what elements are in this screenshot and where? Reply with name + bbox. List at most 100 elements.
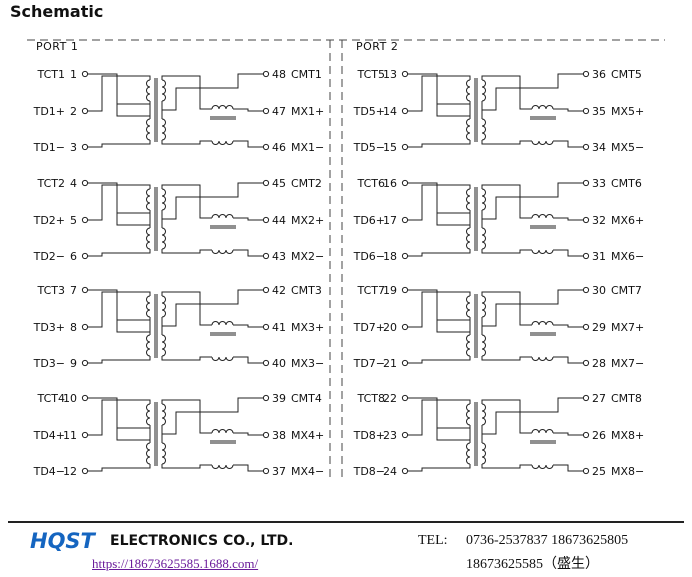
pin-terminal [81,143,89,151]
pin-number: 14 [383,105,397,118]
wire [161,356,212,361]
port-1-label: PORT 1 [36,40,79,53]
pin-terminal [582,323,590,331]
coil-winding [211,429,234,434]
pin-number: 24 [383,465,397,478]
pin-label-td-minus: TD4− [33,465,65,478]
pin-number: 40 [272,357,286,370]
pin-number: 43 [272,250,286,263]
pin-terminal [582,70,590,78]
pin-label-td-minus: TD6− [353,250,385,263]
pin-label-mx-plus: MX8+ [611,429,644,442]
pin-number: 36 [592,68,606,81]
wire [408,182,470,214]
wire [88,464,151,472]
wire [408,464,471,472]
pin-number: 23 [383,429,397,442]
coil-winding [161,403,166,426]
tel-label: TEL: [418,533,448,548]
pin-terminal [582,252,590,260]
wire [233,108,263,112]
wire [233,324,263,328]
pin-label-td-plus: TD4+ [33,429,65,442]
pin-label-cmt: CMT7 [611,284,642,297]
pin-terminal [401,107,409,115]
store-link[interactable]: https://18673625585.1688.com/ [92,556,259,571]
wire [88,184,151,221]
pin-number: 10 [63,392,77,405]
pin-terminal [401,216,409,224]
coil-winding [146,295,151,318]
coil-winding [531,464,554,469]
coil-winding [481,295,486,318]
pin-terminal [401,431,409,439]
pin-terminal [81,216,89,224]
pin-label-mx-minus: MX4− [291,465,324,478]
wire [553,217,583,221]
pin-terminal [401,467,409,475]
pin-number: 46 [272,141,286,154]
coil-winding [466,295,471,318]
pin-label-tct: TCT5 [357,68,385,81]
pin-label-td-plus: TD8+ [353,429,385,442]
pin-number: 45 [272,177,286,190]
wire [481,356,532,361]
pin-label-cmt: CMT3 [291,284,322,297]
pin-terminal [582,394,590,402]
wire [233,464,263,472]
coil-winding [481,227,486,250]
pin-number: 48 [272,68,286,81]
pin-number: 11 [63,429,77,442]
wire [88,249,151,257]
pin-number: 4 [70,177,77,190]
wire [553,324,583,328]
wire [161,464,212,469]
pin-number: 12 [63,465,77,478]
wire [116,428,150,441]
wire [161,184,212,219]
wire [233,140,263,148]
wire [408,73,470,105]
wire [481,249,532,254]
pin-terminal [401,286,409,294]
coil-winding [161,442,166,465]
wire [116,213,150,226]
pin-number: 42 [272,284,286,297]
wire [162,73,263,111]
pin-label-td-minus: TD1− [33,141,65,154]
coil-winding [531,356,554,361]
wire [88,182,150,214]
pin-label-mx-plus: MX2+ [291,214,324,227]
pin-label-tct: TCT4 [37,392,65,405]
wire [408,249,471,257]
pin-terminal [401,359,409,367]
wire [482,182,583,220]
coil-winding [466,442,471,465]
pin-label-mx-plus: MX6+ [611,214,644,227]
coil-winding [161,79,166,102]
pin-number: 21 [383,357,397,370]
coil-winding [481,403,486,426]
pin-label-mx-plus: MX7+ [611,321,644,334]
wire [88,397,150,429]
pin-number: 44 [272,214,286,227]
coil-winding [146,227,151,250]
pin-terminal [81,431,89,439]
pin-terminal [401,323,409,331]
coil-winding [466,188,471,211]
pin-terminal [81,467,89,475]
pin-number: 20 [383,321,397,334]
pin-terminal [262,286,270,294]
wire [233,249,263,257]
pin-label-cmt: CMT4 [291,392,322,405]
pin-terminal [401,70,409,78]
wire [408,397,470,429]
pin-label-td-plus: TD5+ [353,105,385,118]
tel-line-2: 18673625585（盛生） [466,557,599,572]
footer-divider [8,521,684,523]
pin-label-cmt: CMT6 [611,177,642,190]
pin-number: 38 [272,429,286,442]
